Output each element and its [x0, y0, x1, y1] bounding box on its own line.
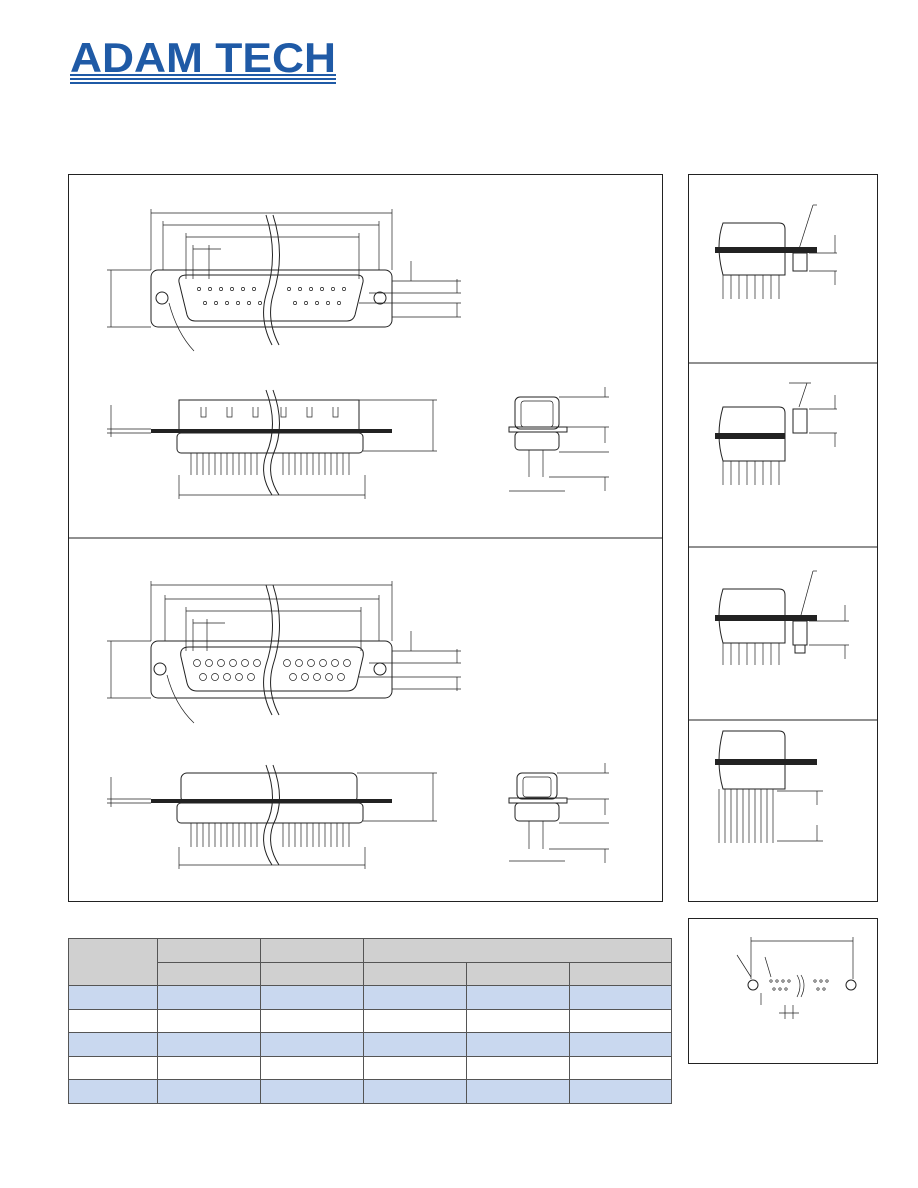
table-cell [466, 1079, 570, 1104]
table-header-cell [260, 961, 364, 987]
table-cell [68, 1008, 158, 1034]
mounting-option-b [715, 382, 837, 485]
table-cell [260, 1079, 364, 1104]
table-cell [260, 1055, 364, 1081]
table-cell [466, 1055, 570, 1081]
table-header-cell [568, 961, 673, 987]
table-cell [363, 1055, 467, 1081]
table-cell [363, 1008, 467, 1034]
table-cell [68, 1032, 158, 1057]
table-header-cell [157, 961, 261, 987]
table-cell [157, 1008, 261, 1034]
table-row [68, 1032, 673, 1057]
table-row [68, 985, 673, 1010]
table-cell [568, 1032, 673, 1057]
table-cell [260, 985, 364, 1010]
mounting-option-d [715, 730, 823, 843]
table-header-cell [260, 938, 364, 963]
table-cell [568, 1008, 673, 1034]
table-cell [568, 985, 673, 1010]
table-cell [157, 1055, 261, 1081]
table-cell [363, 1032, 467, 1057]
table-row [68, 1079, 673, 1104]
female-front-view [107, 581, 461, 724]
table-cell [568, 1055, 673, 1081]
female-side-view [107, 764, 437, 869]
table-header-cell [362, 938, 673, 963]
pcb-layout-panel [688, 918, 878, 1064]
table-cell [466, 985, 570, 1010]
table-cell [568, 1079, 673, 1104]
male-end-view [508, 387, 609, 492]
spec-table [68, 937, 673, 1104]
table-row [68, 1055, 673, 1081]
table-cell [260, 1008, 364, 1034]
table-subheader-row [68, 961, 673, 987]
male-side-view [107, 389, 437, 499]
mounting-option-a [715, 204, 837, 299]
table-cell [68, 985, 158, 1010]
mounting-option-c [715, 570, 849, 665]
adam-tech-logo: ADAM TECH [70, 36, 336, 84]
table-header-cell [157, 938, 261, 963]
female-end-view [508, 763, 609, 863]
table-header-row [68, 937, 673, 987]
table-header-cell [363, 961, 467, 987]
table-cell [68, 1079, 158, 1104]
table-cell [466, 1008, 570, 1034]
table-cell [466, 1032, 570, 1057]
logo-wordmark: ADAM TECH [70, 36, 336, 81]
table-cell [363, 985, 467, 1010]
table-cell [260, 1032, 364, 1057]
table-header-cell [68, 937, 158, 987]
table-row [68, 1008, 673, 1034]
mounting-options-panel [688, 174, 878, 902]
table-cell [157, 985, 261, 1010]
table-cell [157, 1079, 261, 1104]
table-header-cell [466, 961, 570, 987]
male-front-view [107, 209, 461, 352]
table-cell [68, 1055, 158, 1081]
table-cell [157, 1032, 261, 1057]
main-drawing-frame [68, 174, 663, 902]
pcb-hole-layout [736, 937, 857, 1019]
table-cell [363, 1079, 467, 1104]
